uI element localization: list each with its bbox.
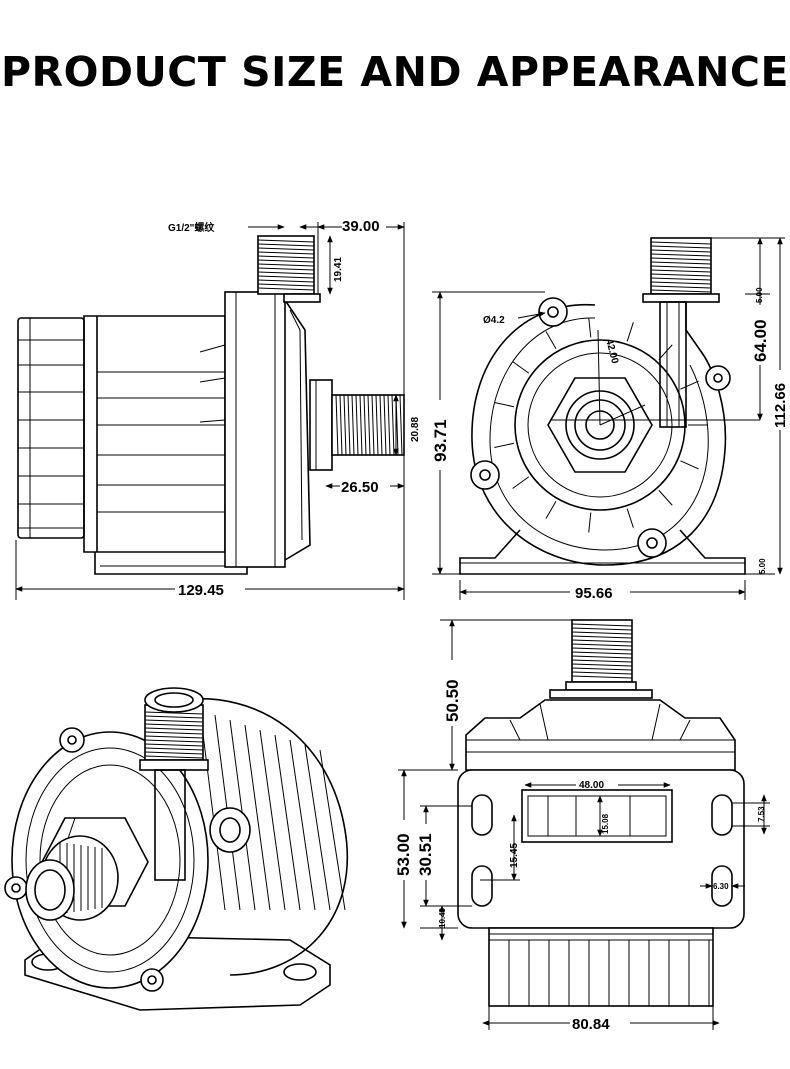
side-view: G1/2"螺纹 39.00 19.41 20.88 26.50 129.45 [15, 216, 421, 600]
dim-hole-dia: Ø4.2 [483, 315, 505, 326]
dim-front-width: 95.66 [575, 585, 613, 602]
dim-inlet-dia: 20.88 [410, 417, 421, 442]
dim-total-length: 129.45 [178, 582, 224, 599]
dim-total-height: 112.66 [772, 383, 789, 428]
thread-label: G1/2"螺纹 [168, 221, 215, 234]
dim-outlet-height: 19.41 [333, 257, 344, 282]
dim-base-height: 53.00 [394, 833, 413, 876]
dim-bottom-outlet-height: 50.50 [443, 679, 462, 722]
front-view: Ø4.2 42.00 93.71 64.00 112.66 5.00 5.00 … [427, 237, 790, 602]
dim-inlet-length: 26.50 [341, 479, 379, 496]
isometric-view [4, 687, 349, 1011]
dim-slot-width: 48.00 [579, 780, 604, 791]
dim-slot-right: 7.53 [757, 806, 766, 822]
dim-slot-height: 15.08 [601, 813, 610, 834]
dim-outlet-top: 64.00 [751, 319, 770, 362]
dim-outlet-offset: 39.00 [342, 218, 380, 235]
dim-slot-spacing: 15.45 [509, 843, 520, 868]
dim-hole: 6.30 [713, 882, 729, 891]
dim-bottom-offset: 10.40 [438, 907, 447, 928]
dim-small-top: 5.00 [755, 287, 764, 303]
dim-small-bottom: 5.00 [758, 558, 767, 574]
bottom-view: 50.50 48.00 15.08 7.53 15.45 6.30 10.40 … [392, 619, 770, 1033]
dim-base-inner: 30.51 [416, 833, 435, 876]
dim-front-height: 93.71 [431, 419, 450, 462]
dim-bottom-width: 80.84 [572, 1016, 610, 1033]
page-title: PRODUCT SIZE AND APPEARANCE [0, 48, 790, 96]
